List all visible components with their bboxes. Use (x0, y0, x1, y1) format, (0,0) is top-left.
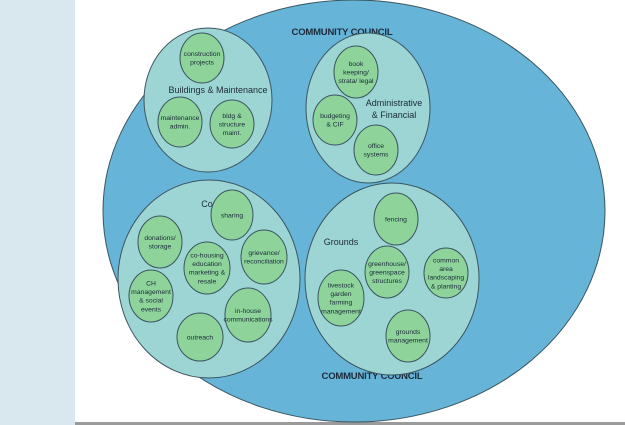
node-label: maint. (223, 130, 242, 137)
node-label: structures (372, 278, 402, 285)
node-label: co-housing (190, 253, 223, 260)
node-circle (137, 215, 183, 269)
node-label: office (368, 143, 384, 150)
node-label: education (192, 261, 222, 268)
node-grounds-0: fencing (373, 192, 419, 246)
node-buildings-1: maintenance admin. (157, 96, 203, 148)
node-label: admin. (170, 124, 191, 131)
node-label: CH (146, 281, 156, 288)
node-label: greenspace (369, 269, 405, 276)
node-label: book (349, 61, 364, 68)
node-circle (224, 287, 272, 343)
node-label: common (433, 258, 459, 265)
node-label: construction (184, 51, 221, 58)
node-community-3: grievance/reconciliation (240, 229, 288, 285)
group-admin: Administrative & Financial bookkeeping/str… (305, 32, 431, 184)
bottom-divider (75, 422, 625, 425)
node-label: fencing (385, 216, 407, 223)
node-label: resale (198, 278, 217, 285)
node-community-0: sharing (210, 189, 254, 241)
group-label-grounds: Grounds (324, 237, 359, 247)
node-circle (176, 312, 224, 362)
node-label: management (321, 308, 361, 315)
node-label: bldg & (222, 113, 242, 120)
node-circle (353, 124, 399, 176)
node-community-1: donations/storage (137, 215, 183, 269)
node-label: management (388, 338, 428, 345)
node-label: donations/ (144, 235, 175, 242)
node-circle (373, 192, 419, 246)
node-community-6: outreach (176, 312, 224, 362)
node-label: grounds (396, 329, 421, 336)
group-grounds: Grounds fencing greenhouse/greenspace struc… (304, 182, 480, 376)
node-label: storage (149, 244, 172, 251)
outer-label-bottom: COMMUNITY COUNCIL (322, 371, 423, 382)
node-grounds-4: grounds management (385, 309, 431, 363)
outer-label-top: COMMUNITY COUNCIL (292, 27, 393, 38)
node-circle (240, 229, 288, 285)
node-label: & social (139, 298, 163, 305)
group-buildings: Buildings & Maintenance construction proje… (143, 27, 273, 173)
node-buildings-0: construction projects (179, 32, 225, 84)
node-label: systems (364, 152, 390, 159)
node-circle (179, 32, 225, 84)
group-label-buildings: Buildings & Maintenance (168, 85, 267, 95)
node-label: structure (219, 121, 246, 128)
group-label-admin: & Financial (372, 110, 417, 120)
node-label: budgeting (320, 113, 350, 120)
node-label: maintenance (161, 115, 200, 122)
node-label: reconciliation (244, 259, 284, 266)
node-label: sharing (221, 212, 244, 219)
node-label: in-house (235, 308, 261, 315)
node-circle (157, 96, 203, 148)
node-label: & CIF (326, 122, 343, 129)
node-label: marketing & (189, 270, 226, 277)
node-admin-1: budgeting & CIF (312, 94, 358, 146)
node-label: garden (330, 291, 351, 298)
node-circle (210, 189, 254, 241)
node-label: outreach (187, 334, 214, 341)
node-circle (364, 245, 410, 299)
node-label: & planting (431, 283, 461, 290)
node-label: management (131, 289, 171, 296)
node-label: keeping/ (343, 69, 369, 76)
node-label: communications (223, 317, 273, 324)
node-circle (312, 94, 358, 146)
group-label-admin: Administrative (366, 98, 423, 108)
node-circle (385, 309, 431, 363)
node-label: projects (190, 60, 214, 67)
node-circle (423, 247, 469, 299)
node-admin-2: office systems (353, 124, 399, 176)
node-circle (183, 241, 231, 295)
node-label: livestock (328, 283, 355, 290)
node-grounds-1: greenhouse/greenspace structures (364, 245, 410, 299)
node-circle (333, 45, 379, 99)
node-label: area (439, 266, 453, 273)
node-label: grievance/ (248, 250, 279, 257)
node-label: events (141, 306, 162, 313)
node-circle (128, 269, 174, 323)
node-community-5: in-house communications (223, 287, 273, 343)
left-sidebar (0, 0, 75, 425)
node-circle (317, 269, 365, 327)
node-buildings-2: bldg &structure maint. (209, 99, 255, 149)
group-community: CommunityLivingsharingdonations/storagec… (117, 179, 301, 379)
node-label: strata/ legal (338, 78, 374, 85)
node-label: farming (330, 300, 353, 307)
node-label: greenhouse/ (368, 261, 406, 268)
node-label: landscaping (428, 275, 464, 282)
node-circle (209, 99, 255, 149)
